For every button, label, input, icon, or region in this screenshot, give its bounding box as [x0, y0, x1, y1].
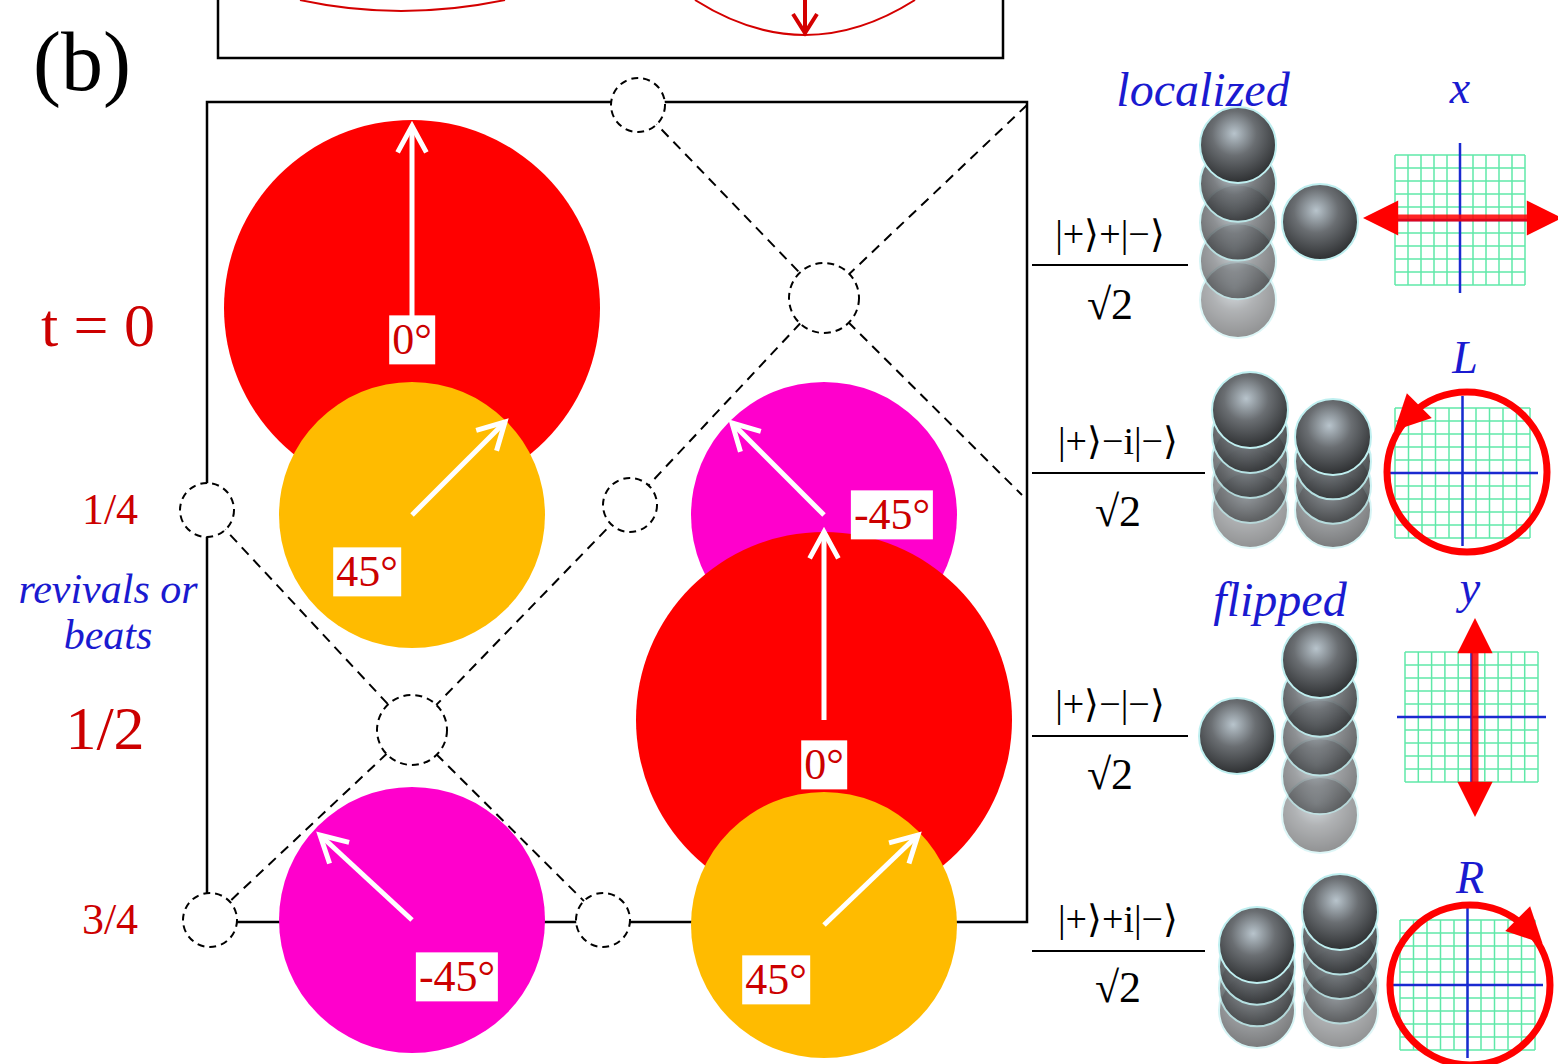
- polarization-disk: 45°: [279, 382, 545, 648]
- figure: [180, 0, 1558, 1064]
- arrow-head: [1505, 906, 1542, 943]
- dashed-circle: [180, 483, 234, 537]
- state-numerator: |+⟩−|−⟩: [1055, 684, 1165, 726]
- polarization-disk: -45°: [279, 787, 545, 1053]
- axis-label: L: [1452, 333, 1478, 384]
- panel-label: (b): [33, 16, 131, 108]
- atom-ball: [1212, 372, 1288, 448]
- atom-ball: [1219, 907, 1295, 983]
- angle-label: -45°: [416, 952, 498, 1001]
- angle-label: 0°: [801, 740, 847, 789]
- arrow-head: [1457, 782, 1492, 817]
- angle-label: 0°: [389, 315, 435, 364]
- state-denominator: √2: [1087, 281, 1133, 329]
- state-denominator: √2: [1095, 488, 1141, 536]
- dashed-path: [638, 105, 824, 298]
- atom-ball: [1302, 874, 1378, 950]
- angle-arrow: [279, 382, 545, 648]
- fraction-bar: [1032, 735, 1188, 737]
- axis-label: R: [1456, 853, 1484, 904]
- red-arc: [300, 0, 505, 11]
- grid-icon: [1397, 640, 1546, 790]
- polarization-arrow: [1390, 215, 1535, 222]
- dashed-circle: [377, 695, 447, 765]
- time-label: t = 0: [41, 291, 155, 359]
- state-numerator: |+⟩+i|−⟩: [1058, 899, 1178, 941]
- state-name: flipped: [1213, 574, 1346, 627]
- dashed-circle: [576, 893, 630, 947]
- atom-ball: [1282, 184, 1358, 260]
- dashed-path: [824, 105, 1027, 298]
- angle-label: -45°: [851, 490, 933, 539]
- atom-ball: [1200, 107, 1276, 183]
- fraction-bar: [1032, 950, 1205, 952]
- circular-polarization: [1387, 392, 1547, 552]
- note: revivals or beats: [13, 566, 203, 658]
- red-arc: [695, 0, 915, 35]
- atom-ball: [1295, 399, 1371, 475]
- red-arrow: [793, 0, 817, 33]
- time-label: 1/2: [65, 694, 144, 762]
- dashed-circle: [183, 893, 237, 947]
- state-numerator: |+⟩−i|−⟩: [1058, 421, 1178, 463]
- dashed-circle: [603, 478, 657, 532]
- state-denominator: √2: [1087, 751, 1133, 799]
- dashed-circle: [789, 263, 859, 333]
- upper-panel-edge: [218, 0, 1003, 58]
- angle-arrow: [691, 792, 957, 1058]
- angle-label: 45°: [333, 547, 401, 596]
- angle-arrow: [279, 787, 545, 1053]
- polarization-arrow: [1472, 645, 1479, 790]
- circular-polarization: [1390, 905, 1550, 1064]
- arrow-head: [1394, 393, 1431, 430]
- time-label: 3/4: [82, 896, 138, 944]
- arrow-head: [1363, 200, 1398, 235]
- axis-label: y: [1460, 563, 1480, 614]
- dashed-circle: [611, 78, 665, 132]
- fraction-bar: [1032, 472, 1205, 474]
- state-denominator: √2: [1095, 964, 1141, 1012]
- state-name: localized: [1116, 64, 1289, 117]
- frame: [207, 102, 1027, 922]
- angle-label: 45°: [742, 955, 810, 1004]
- atom-ball: [1282, 622, 1358, 698]
- state-numerator: |+⟩+|−⟩: [1055, 214, 1165, 256]
- atom-ball: [1199, 698, 1275, 774]
- arrow-head: [1527, 200, 1558, 235]
- polarization-disk: 45°: [691, 792, 957, 1058]
- fraction-bar: [1032, 264, 1188, 266]
- arrow-head: [1457, 618, 1492, 653]
- time-label: 1/4: [82, 486, 138, 534]
- axis-label: x: [1450, 63, 1470, 114]
